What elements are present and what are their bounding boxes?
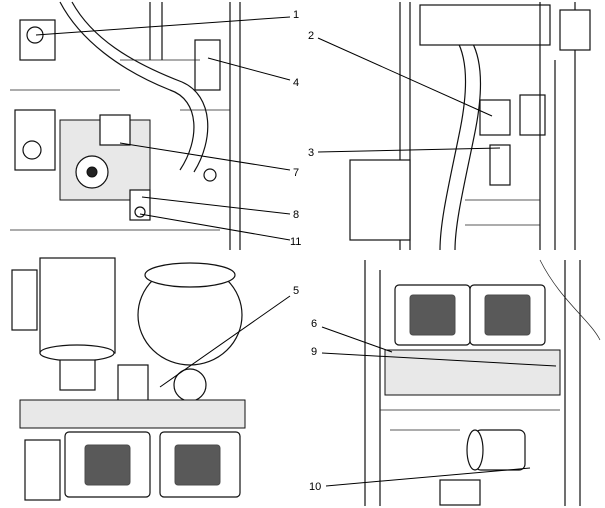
callout-3: 3 (308, 147, 314, 159)
callout-9: 9 (311, 346, 317, 358)
panel-bottom-right (350, 258, 601, 506)
callout-5: 5 (293, 285, 299, 297)
callout-labels: 1 4 7 8 11 2 3 5 6 9 10 (290, 9, 321, 493)
callout-8: 8 (293, 209, 299, 221)
callout-6: 6 (311, 318, 317, 330)
callout-4: 4 (293, 77, 299, 89)
leader-lines (35, 16, 557, 487)
panel-top-right (345, 2, 600, 251)
callout-11: 11 (290, 236, 301, 248)
callout-10: 10 (309, 481, 321, 493)
panel-bottom-left (8, 257, 253, 506)
panel-top-left (8, 1, 253, 250)
callout-7: 7 (293, 167, 299, 179)
callout-1: 1 (293, 9, 299, 21)
callout-2: 2 (308, 30, 314, 42)
